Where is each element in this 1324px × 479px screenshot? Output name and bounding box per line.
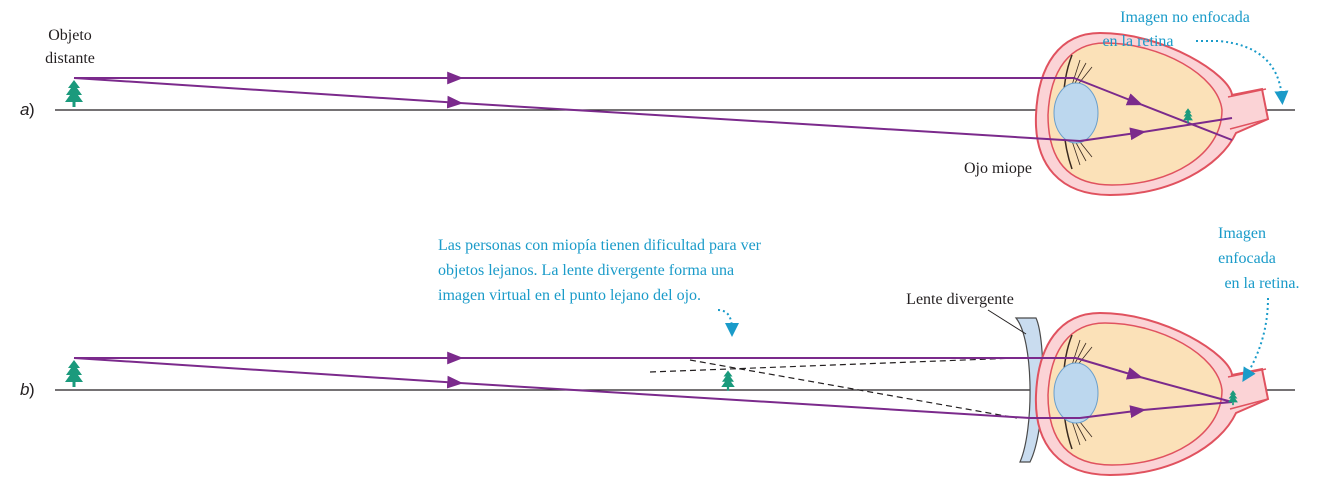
note-b-line2: objetos lejanos. La lente divergente for…	[438, 262, 734, 279]
panel-a: a ) Objeto distante Imagen no enfocada e…	[20, 9, 1295, 196]
distant-object-tree-icon	[65, 80, 83, 107]
retina-note-line3: en la retina.	[1224, 275, 1299, 292]
myopic-eye-icon	[1034, 32, 1269, 196]
virtual-image-tree-icon	[721, 370, 735, 391]
virtual-ray-extensions	[649, 357, 1018, 419]
panel-b: b ) Las personas con miopía tienen dific…	[20, 225, 1300, 476]
panel-b-paren: )	[29, 380, 35, 399]
panel-a-paren: )	[29, 100, 35, 119]
retina-note-line2: enfocada	[1218, 250, 1276, 267]
note-unfocused-line2: en la retina	[1102, 33, 1173, 50]
rays-b	[73, 351, 1233, 419]
note-b-line3: imagen virtual en el punto lejano del oj…	[438, 287, 701, 304]
object-label-line2: distante	[45, 50, 95, 67]
panel-a-letter: a	[20, 100, 29, 119]
note-pointer-a	[1196, 40, 1289, 105]
note-unfocused-line1: Imagen no enfocada	[1120, 9, 1250, 26]
note-b-line1: Las personas con miopía tienen dificulta…	[438, 237, 762, 254]
retina-note-line1: Imagen	[1218, 225, 1266, 242]
object-label-line1: Objeto	[48, 27, 92, 44]
panel-b-letter: b	[20, 380, 29, 399]
rays-a	[73, 71, 1233, 142]
note-pointer-b	[717, 309, 739, 337]
lens-label: Lente divergente	[906, 291, 1014, 308]
distant-object-tree-icon-b	[65, 360, 83, 387]
lens-label-leader	[987, 309, 1027, 335]
eye-label: Ojo miope	[964, 160, 1032, 177]
retina-note-pointer	[1242, 297, 1269, 382]
